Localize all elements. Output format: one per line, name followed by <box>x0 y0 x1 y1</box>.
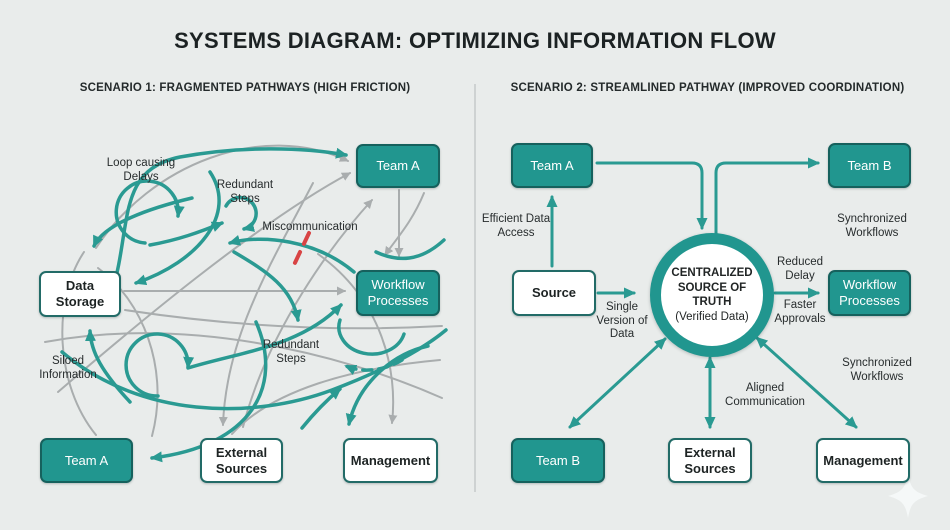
node-external-sources-s2: External Sources <box>668 438 752 483</box>
scenario1-heading: SCENARIO 1: FRAGMENTED PATHWAYS (HIGH FR… <box>79 82 411 94</box>
node-management-s1: Management <box>343 438 438 483</box>
node-external-sources-s1: External Sources <box>200 438 283 483</box>
scenario2-heading: SCENARIO 2: STREAMLINED PATHWAY (IMPROVE… <box>510 82 905 94</box>
label-aligned-communication: Aligned Communication <box>725 382 805 408</box>
scenario2-arrows <box>546 157 858 429</box>
label-redundant-steps-1: Redundant Steps <box>216 179 274 205</box>
node-team-b-bottom-s2: Team B <box>511 438 605 483</box>
centralized-source-of-truth-hub: CENTRALIZED SOURCE OF TRUTH (Verified Da… <box>650 233 774 357</box>
node-team-b-top-s2: Team B <box>828 143 911 188</box>
node-data-storage: Data Storage <box>39 271 121 317</box>
label-loop-causing-delays: Loop causing Delays <box>106 157 176 183</box>
label-efficient-data-access: Efficient Data Access <box>481 213 551 239</box>
hub-subtitle: (Verified Data) <box>675 310 749 323</box>
miscommunication-break-icon <box>291 231 311 269</box>
node-team-a-s2: Team A <box>511 143 593 188</box>
page-title: SYSTEMS DIAGRAM: OPTIMIZING INFORMATION … <box>174 28 776 53</box>
scenario1-teal-arrows <box>60 147 448 463</box>
node-team-a-top-s1: Team A <box>356 144 440 188</box>
label-faster-approvals: Faster Approvals <box>774 299 826 325</box>
scenario1-gray-arrows <box>44 144 443 437</box>
label-synchronized-workflows-1: Synchronized Workflows <box>837 213 907 239</box>
hub-title: CENTRALIZED SOURCE OF TRUTH <box>671 267 753 309</box>
label-redundant-steps-2: Redundant Steps <box>262 339 320 365</box>
label-miscommunication: Miscommunication <box>262 221 358 233</box>
node-team-a-bottom-s1: Team A <box>40 438 133 483</box>
node-management-s2: Management <box>816 438 910 483</box>
label-synchronized-workflows-2: Synchronized Workflows <box>842 357 912 383</box>
label-reduced-delay: Reduced Delay <box>776 256 824 282</box>
node-workflow-processes-s1: Workflow Processes <box>356 270 440 316</box>
sparkle-icon <box>888 474 928 518</box>
label-siloed-information: Siloed Information <box>39 355 97 381</box>
label-single-version-of-data: Single Version of Data <box>596 301 648 340</box>
node-source: Source <box>512 270 596 316</box>
node-workflow-processes-s2: Workflow Processes <box>828 270 911 316</box>
